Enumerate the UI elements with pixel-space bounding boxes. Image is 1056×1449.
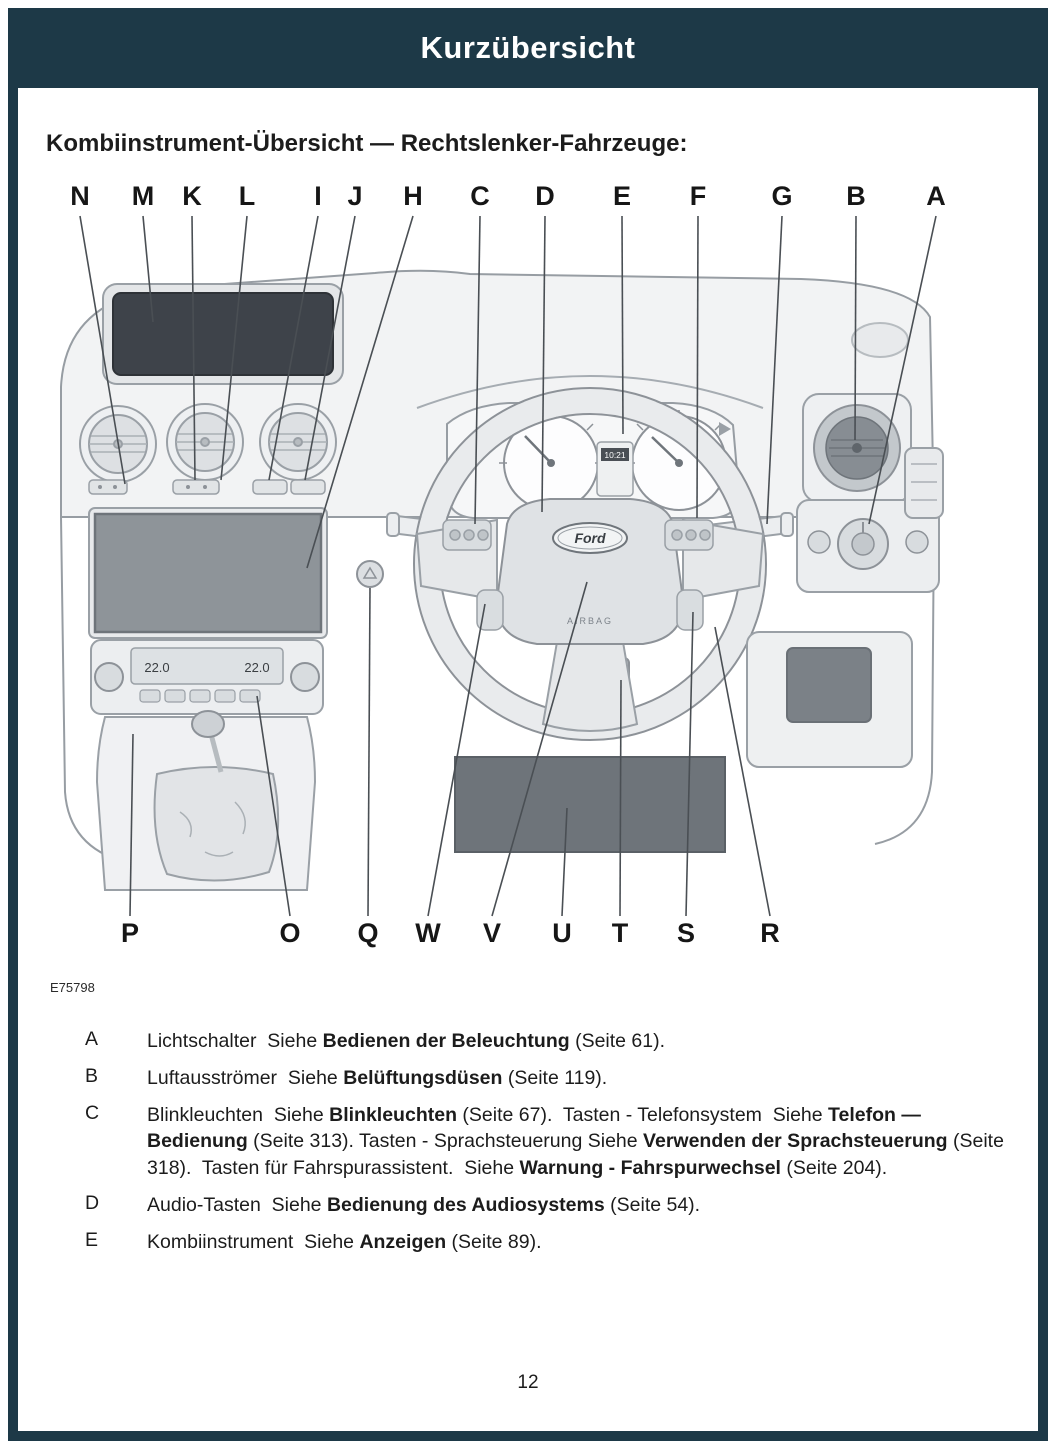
page-title: Kurzübersicht xyxy=(420,30,636,65)
legend-text: Kombiinstrument Siehe Anzeigen (Seite 89… xyxy=(147,1230,542,1253)
legend-item-A: A Lichtschalter Siehe Bedienen der Beleu… xyxy=(85,1028,1013,1054)
lower-trim-panel xyxy=(454,756,726,853)
wheel-buttons-right xyxy=(664,519,714,631)
glove-box-trim xyxy=(746,631,913,768)
legend-list: A Lichtschalter Siehe Bedienen der Beleu… xyxy=(85,1028,1013,1266)
cluster-clock: 10:21 xyxy=(604,450,626,460)
diagram-label-H: H xyxy=(403,181,423,211)
diagram-label-R: R xyxy=(760,918,780,948)
header-bar: Kurzübersicht xyxy=(8,8,1048,88)
legend-item-B: B Luftausströmer Siehe Belüftungsdüsen (… xyxy=(85,1065,1013,1091)
page-number: 12 xyxy=(517,1372,539,1393)
diagram-label-L: L xyxy=(239,181,256,211)
diagram-label-Q: Q xyxy=(357,918,378,948)
legend-item-D: D Audio-Tasten Siehe Bedienung des Audio… xyxy=(85,1192,1013,1218)
legend-item-C: C Blinkleuchten Siehe Blinkleuchten (Sei… xyxy=(85,1102,1013,1180)
page-border-right xyxy=(1038,88,1048,1441)
legend-letter: D xyxy=(85,1191,100,1214)
section-title: Kombiinstrument-Übersicht — Rechtslenker… xyxy=(46,130,688,157)
diagram-label-S: S xyxy=(677,918,695,948)
legend-letter: A xyxy=(85,1028,99,1050)
climate-controls: 22.0 22.0 xyxy=(90,639,324,715)
side-window-vent xyxy=(904,447,944,519)
diagram-top-labels: N M K L I J H C D E F G B A xyxy=(70,181,946,211)
diagram-label-U: U xyxy=(552,918,572,948)
legend-text: Blinkleuchten Siehe Blinkleuchten (Seite… xyxy=(147,1104,1004,1179)
figure-code: E75798 xyxy=(50,980,95,995)
diagram-label-W: W xyxy=(415,918,441,948)
center-stack xyxy=(88,507,328,639)
diagram-label-J: J xyxy=(347,181,362,211)
legend-text: Luftausströmer Siehe Belüftungsdüsen (Se… xyxy=(147,1067,608,1090)
legend-text: Lichtschalter Siehe Bedienen der Beleuch… xyxy=(147,1030,666,1052)
diagram-label-G: G xyxy=(771,181,792,211)
diagram-label-T: T xyxy=(612,918,629,948)
diagram-label-I: I xyxy=(314,181,322,211)
turn-signal-right-icon xyxy=(719,422,731,436)
legend-item-E: E Kombiinstrument Siehe Anzeigen (Seite … xyxy=(85,1229,1013,1255)
legend-letter: C xyxy=(85,1102,100,1125)
ford-logo: Ford xyxy=(574,530,606,546)
diagram-label-F: F xyxy=(690,181,707,211)
hazard-button xyxy=(356,560,384,588)
light-switch-panel xyxy=(796,499,940,593)
page-border-bottom xyxy=(8,1431,1048,1441)
airbag-label: AIRBAG xyxy=(567,616,613,626)
diagram-label-K: K xyxy=(182,181,202,211)
right-air-vent xyxy=(802,393,912,503)
dashboard-diagram: 22.0 22.0 xyxy=(45,172,1011,957)
page-border-left xyxy=(8,88,18,1441)
climate-left-temp: 22.0 xyxy=(144,660,169,675)
diagram-label-D: D xyxy=(535,181,555,211)
diagram-bottom-labels: P O Q W V U T S R xyxy=(121,918,780,948)
diagram-label-V: V xyxy=(483,918,501,948)
switch-strips xyxy=(88,479,326,495)
diagram-label-P: P xyxy=(121,918,139,948)
dashboard-illustration: 22.0 22.0 xyxy=(60,181,946,948)
legend-text: Audio-Tasten Siehe Bedienung des Audiosy… xyxy=(147,1193,701,1216)
diagram-label-N: N xyxy=(70,181,90,211)
climate-right-temp: 22.0 xyxy=(244,660,269,675)
diagram-label-B: B xyxy=(846,181,866,211)
nav-display xyxy=(102,283,344,385)
leader-lines xyxy=(79,215,937,917)
diagram-label-C: C xyxy=(470,181,490,211)
steering-wheel: Ford AIRBAG xyxy=(413,387,767,741)
legend-letter: B xyxy=(85,1065,99,1088)
wheel-buttons-left xyxy=(442,519,504,631)
diagram-label-M: M xyxy=(132,181,155,211)
diagram-label-A: A xyxy=(926,181,946,211)
gear-shifter xyxy=(95,710,317,891)
diagram-label-O: O xyxy=(279,918,300,948)
air-vents xyxy=(79,403,337,483)
diagram-label-E: E xyxy=(613,181,631,211)
legend-letter: E xyxy=(85,1228,99,1251)
